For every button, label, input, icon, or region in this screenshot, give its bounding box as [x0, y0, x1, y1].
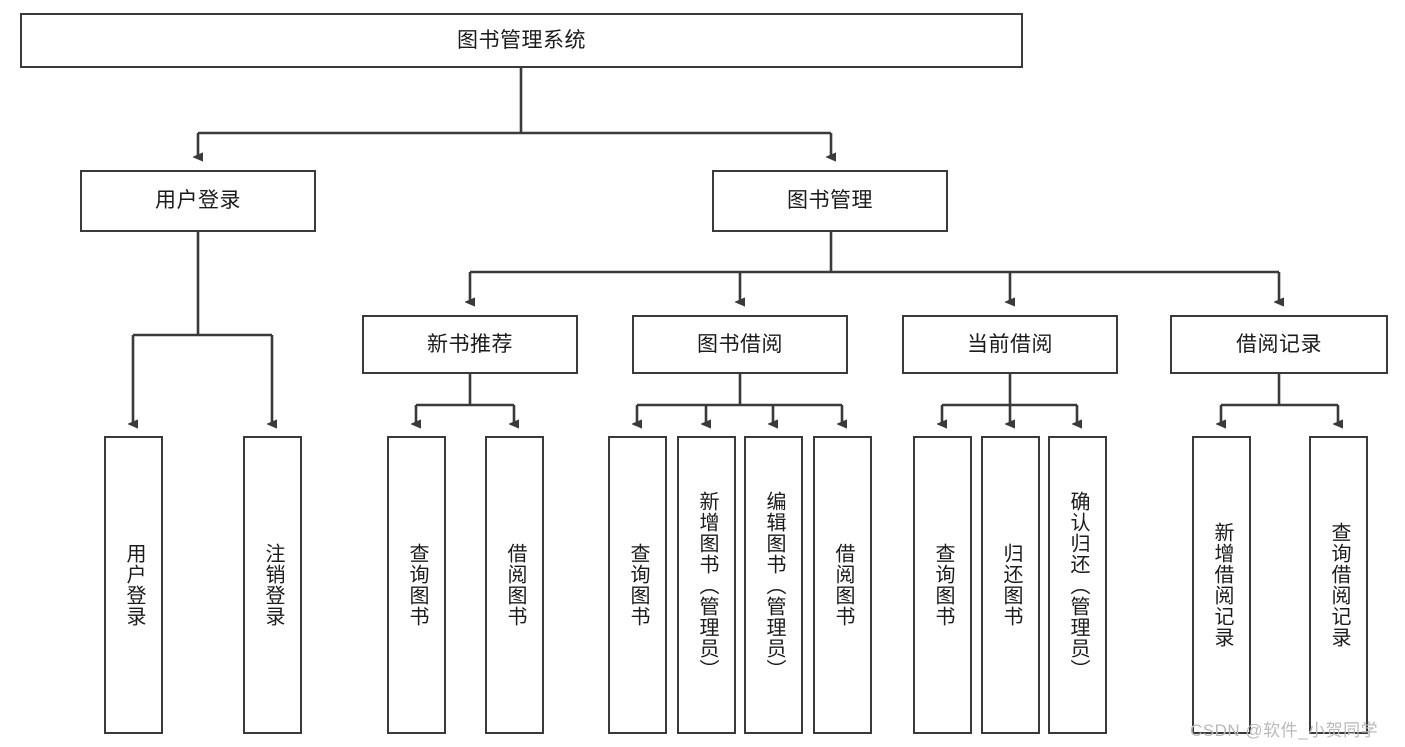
- node-label: 借阅图书: [832, 543, 854, 627]
- node-label: 查询图书: [627, 543, 649, 627]
- leaf-book-borrow-add[interactable]: 新增图书（管理员）: [677, 436, 736, 734]
- node-label: 新增图书（管理员）: [696, 490, 718, 680]
- leaf-book-borrow-lend[interactable]: 借阅图书: [813, 436, 872, 734]
- leaf-current-borrow-return[interactable]: 归还图书: [981, 436, 1040, 734]
- leaf-new-book-query[interactable]: 查询图书: [387, 436, 446, 734]
- node-borrow-record[interactable]: 借阅记录: [1170, 315, 1388, 374]
- node-label: 借阅图书: [504, 543, 526, 627]
- node-label: 查询图书: [406, 543, 428, 627]
- node-label: 借阅记录: [1236, 332, 1322, 356]
- node-label: 查询图书: [932, 543, 954, 627]
- node-label: 新书推荐: [427, 332, 513, 356]
- node-label: 用户登录: [123, 543, 145, 627]
- node-root-system[interactable]: 图书管理系统: [20, 13, 1023, 68]
- leaf-user-login-signout[interactable]: 注销登录: [243, 436, 302, 734]
- leaf-user-login-signin[interactable]: 用户登录: [104, 436, 163, 734]
- node-book-management[interactable]: 图书管理: [712, 170, 948, 232]
- leaf-new-book-borrow[interactable]: 借阅图书: [485, 436, 544, 734]
- node-label: 用户登录: [155, 189, 241, 213]
- leaf-borrow-record-query[interactable]: 查询借阅记录: [1309, 436, 1368, 734]
- leaf-borrow-record-add[interactable]: 新增借阅记录: [1192, 436, 1251, 734]
- node-label: 注销登录: [262, 543, 284, 627]
- leaf-current-borrow-query[interactable]: 查询图书: [913, 436, 972, 734]
- leaf-book-borrow-query[interactable]: 查询图书: [608, 436, 667, 734]
- node-current-borrow[interactable]: 当前借阅: [902, 315, 1118, 374]
- node-new-book-recommend[interactable]: 新书推荐: [362, 315, 578, 374]
- node-label: 归还图书: [1000, 543, 1022, 627]
- node-user-login[interactable]: 用户登录: [80, 170, 316, 232]
- node-label: 查询借阅记录: [1328, 522, 1350, 648]
- node-book-borrow[interactable]: 图书借阅: [632, 315, 848, 374]
- node-label: 图书借阅: [697, 332, 783, 356]
- node-label: 编辑图书（管理员）: [763, 490, 785, 680]
- node-label: 图书管理: [787, 189, 873, 213]
- leaf-book-borrow-edit[interactable]: 编辑图书（管理员）: [744, 436, 803, 734]
- watermark-text: CSDN @软件_小贺同学: [1190, 721, 1379, 740]
- node-label: 图书管理系统: [457, 28, 586, 52]
- node-label: 新增借阅记录: [1211, 522, 1233, 648]
- node-label: 确认归还（管理员）: [1067, 490, 1089, 680]
- node-label: 当前借阅: [967, 332, 1053, 356]
- leaf-current-borrow-confirm[interactable]: 确认归还（管理员）: [1048, 436, 1107, 734]
